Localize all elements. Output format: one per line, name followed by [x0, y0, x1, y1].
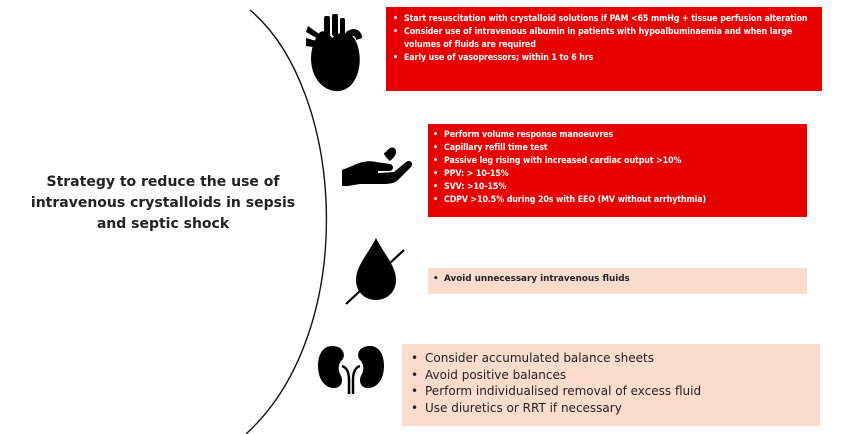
list-item: Early use of vasopressors; within 1 to 6… — [392, 52, 812, 65]
list-item: Avoid positive balances — [408, 367, 810, 384]
list-item: PPV: > 10-15% — [432, 168, 799, 181]
avoid-fluids-box: Avoid unnecessary intravenous fluids — [428, 268, 807, 294]
fluid-balance-list: Consider accumulated balance sheets Avoi… — [408, 350, 810, 416]
list-item: Passive leg rising with increased cardia… — [432, 155, 799, 168]
volume-response-box: Perform volume response manoeuvres Capil… — [428, 124, 807, 217]
heart-icon — [306, 14, 362, 92]
list-item: SVV: >10-15% — [432, 181, 799, 194]
list-item: Perform individualised removal of excess… — [408, 383, 810, 400]
diagram-title: Strategy to reduce the use of intravenou… — [30, 174, 296, 232]
hand-icon — [342, 147, 413, 186]
list-item: Perform volume response manoeuvres — [432, 129, 799, 142]
list-item: Start resuscitation with crystalloid sol… — [392, 13, 812, 26]
resuscitation-box: Start resuscitation with crystalloid sol… — [386, 7, 822, 91]
list-item: Consider accumulated balance sheets — [408, 350, 810, 367]
crossed-drop-icon — [345, 238, 405, 305]
list-item: Capillary refill time test — [432, 142, 799, 155]
list-item: Consider use of intravenous albumin in p… — [392, 26, 812, 52]
list-item: CDPV >10.5% during 20s with EEO (MV with… — [432, 194, 799, 207]
resuscitation-list: Start resuscitation with crystalloid sol… — [392, 13, 812, 65]
kidneys-icon — [318, 346, 384, 394]
list-item: Use diuretics or RRT if necessary — [408, 400, 810, 417]
volume-response-list: Perform volume response manoeuvres Capil… — [432, 129, 799, 207]
fluid-balance-box: Consider accumulated balance sheets Avoi… — [402, 344, 820, 426]
list-item: Avoid unnecessary intravenous fluids — [432, 273, 799, 286]
avoid-fluids-list: Avoid unnecessary intravenous fluids — [432, 273, 799, 286]
